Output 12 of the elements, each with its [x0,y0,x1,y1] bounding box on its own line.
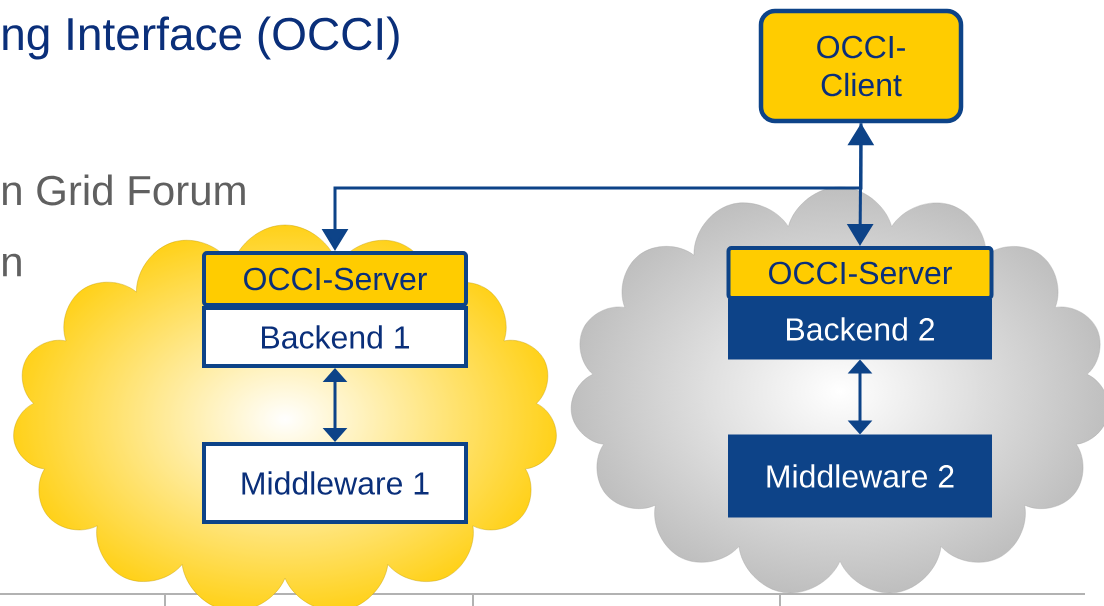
arrow [322,368,348,442]
server-box: OCCI-Server [202,251,468,307]
component-box: Backend 2 [728,298,992,360]
client-box: OCCI- Client [758,8,964,124]
bullet-text: n [3,253,21,277]
component-box: Middleware 2 [728,434,992,518]
component-box: Middleware 1 [202,442,468,524]
slide-title: ng Interface (OCCI) [3,16,399,60]
server-box: OCCI-Server [726,246,994,300]
cloud [570,186,1104,594]
component-box: Backend 1 [202,306,468,368]
bullet-text: n Grid Forum [3,174,245,206]
